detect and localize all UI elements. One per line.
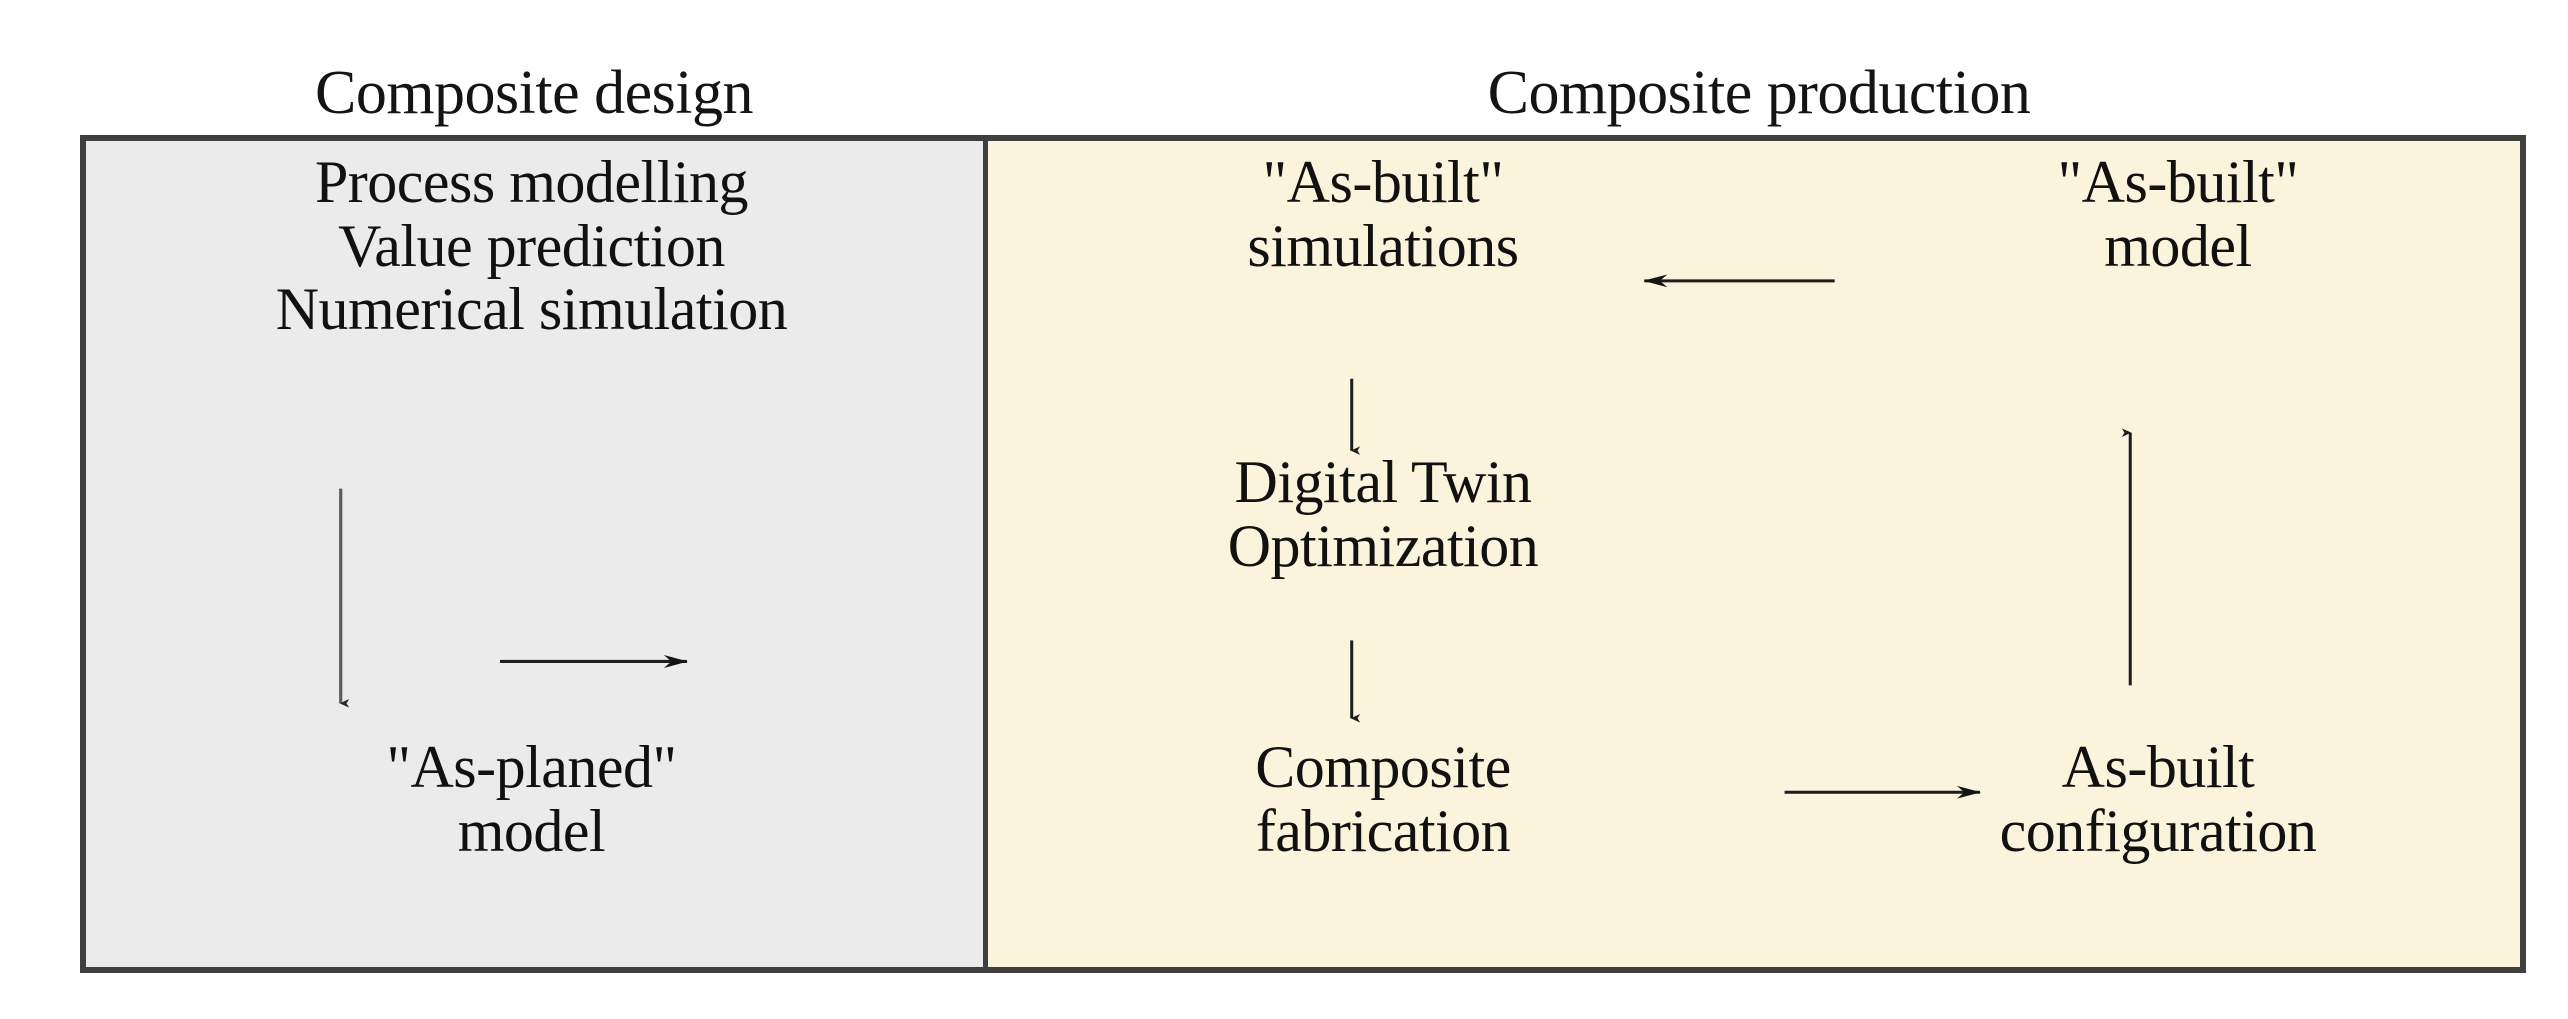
panel-composite-design: Process modelling Value prediction Numer… <box>86 141 988 967</box>
section-caption-composite-design: Composite design <box>314 59 754 127</box>
node-as-built-configuration: As-built configuration <box>1999 734 2317 864</box>
node-process-modelling-group: Process modelling Value prediction Numer… <box>275 149 788 343</box>
diagram-frame: Process modelling Value prediction Numer… <box>80 135 2526 973</box>
node-as-built-model: "As-built" model <box>2057 149 2299 279</box>
panel-composite-production: "As-built" simulations Digital Twin Opti… <box>988 141 2520 967</box>
node-composite-fabrication: Composite fabrication <box>1255 734 1511 864</box>
node-as-built-simulations: "As-built" simulations <box>1247 149 1519 279</box>
section-caption-composite-production: Composite production <box>1487 59 2031 127</box>
node-as-planed-model: "As-planed" model <box>386 734 677 864</box>
node-digital-twin-optimization: Digital Twin Optimization <box>1227 449 1539 579</box>
